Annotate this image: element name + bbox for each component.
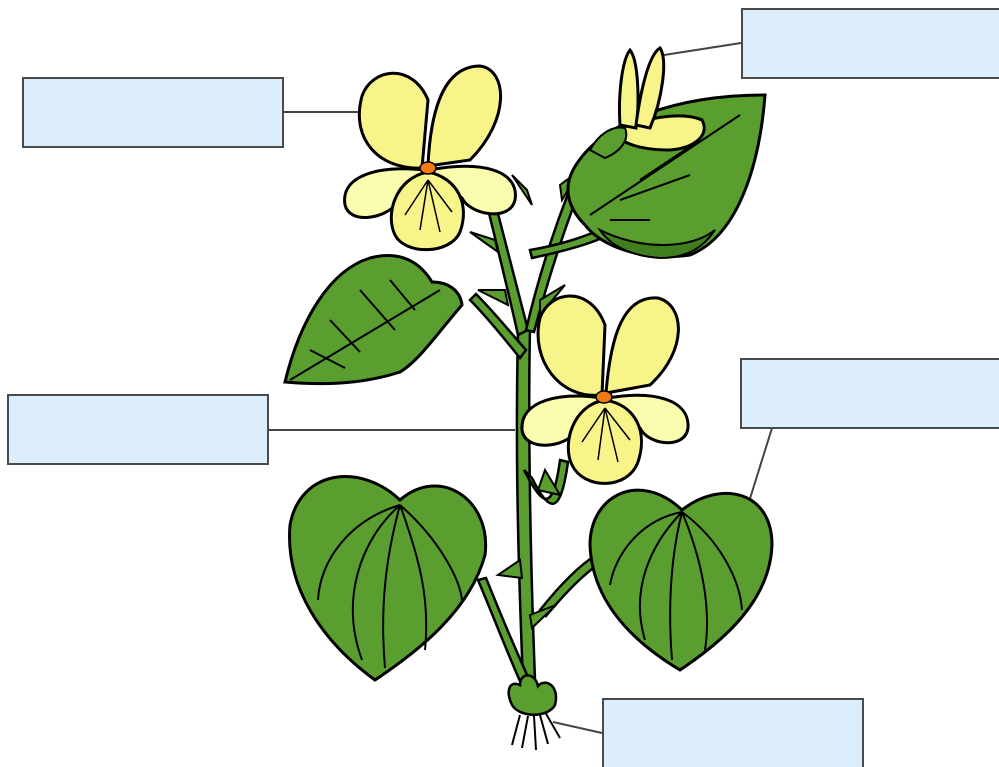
leaf-lower-right [590,490,772,670]
label-box-top-left[interactable] [22,77,284,148]
flower-top-left [345,66,516,250]
leaf-upper-left [285,255,462,383]
leaf-lower-left [290,477,486,680]
label-box-mid-left[interactable] [7,394,269,465]
leader-line-bottom [553,722,602,733]
leader-line-mid-right [748,428,772,505]
label-box-bottom[interactable] [602,698,864,767]
label-box-mid-right[interactable] [740,358,999,429]
plant-base [509,675,560,750]
label-box-top-right[interactable] [741,8,999,79]
flower-middle [522,296,688,483]
leader-line-top-right [664,43,741,55]
